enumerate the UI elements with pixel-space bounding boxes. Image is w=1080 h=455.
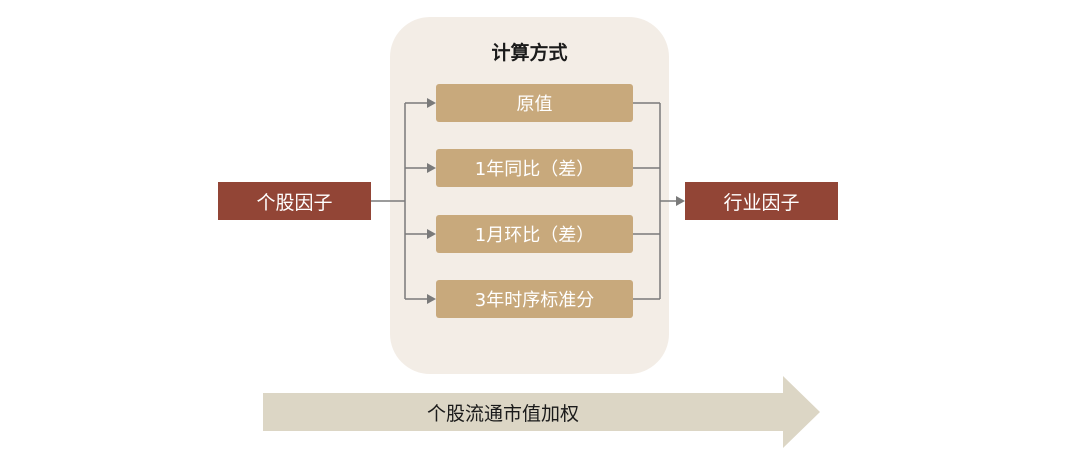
weighting-arrow-label: 个股流通市值加权 (426, 402, 579, 425)
output-arrowhead (676, 196, 685, 206)
method-raw-value: 原值 (436, 84, 633, 122)
branch-arrowhead-3 (427, 229, 436, 239)
branch-arrowhead-1 (427, 98, 436, 108)
industry-factor-box: 行业因子 (685, 182, 838, 220)
branch-arrowhead-4 (427, 294, 436, 304)
method-yoy-diff: 1年同比（差） (436, 149, 633, 187)
stock-factor-box: 个股因子 (218, 182, 371, 220)
method-3y-zscore: 3年时序标准分 (436, 280, 633, 318)
branch-arrowhead-2 (427, 163, 436, 173)
weighting-arrow-shape (263, 376, 820, 448)
panel-title: 计算方式 (491, 42, 568, 64)
method-mom-diff: 1月环比（差） (436, 215, 633, 253)
